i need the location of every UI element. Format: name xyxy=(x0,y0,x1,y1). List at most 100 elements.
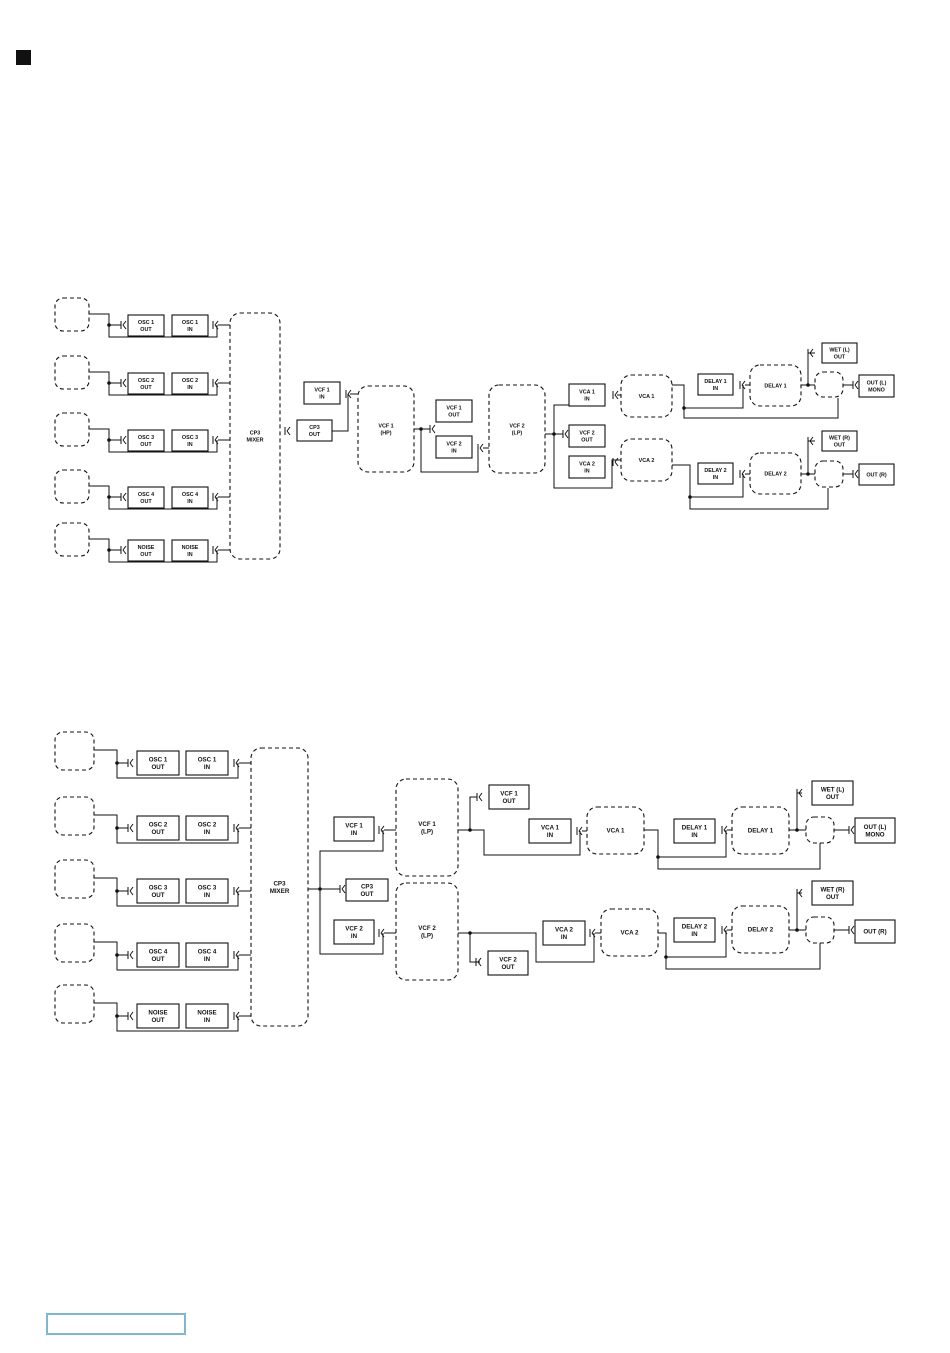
jack-label-wet-r: WET (R)OUT xyxy=(821,430,858,452)
label-text: OSC 4 xyxy=(182,492,198,498)
jack-symbol xyxy=(852,380,859,390)
patch-cable xyxy=(414,428,479,473)
junction-dot xyxy=(115,761,119,765)
label-text: CP3 xyxy=(309,425,320,431)
jack-symbol xyxy=(120,435,127,445)
junction-dot xyxy=(115,889,119,893)
jack-label-osc2-in: OSC 2IN xyxy=(171,372,209,395)
patch-cable xyxy=(689,488,829,510)
jack-symbol xyxy=(576,826,583,836)
jack-symbol xyxy=(120,378,127,388)
label-text: IN xyxy=(187,552,192,558)
output-node-r xyxy=(805,916,835,944)
label-text: VCA 2 xyxy=(555,926,574,933)
label-text: OUT xyxy=(151,956,164,963)
jack-label-vca2-in: VCA 2IN xyxy=(568,455,606,479)
label-text: IN xyxy=(584,468,589,474)
label-text: VCA 1 xyxy=(541,824,560,831)
source-knob-5 xyxy=(54,522,90,557)
patch-cable xyxy=(470,932,595,963)
patch-cable xyxy=(458,932,480,963)
module-vcf1: VCF 1(HP) xyxy=(357,385,415,473)
label-text: DELAY 2 xyxy=(704,468,726,474)
label-text: DELAY 1 xyxy=(704,379,726,385)
label-text: (LP) xyxy=(512,430,523,436)
jack-label-out-l: OUT (L)MONO xyxy=(854,817,896,844)
label-text: VCF 2 xyxy=(418,925,436,932)
label-text: VCF 2 xyxy=(446,441,461,447)
label-text: OSC 1 xyxy=(198,756,217,763)
patch-cable xyxy=(89,371,218,396)
label-text: IN xyxy=(547,832,554,839)
junction-dot xyxy=(107,495,111,499)
label-text: IN xyxy=(187,385,192,391)
label-text: OUT xyxy=(140,552,152,558)
label-text: IN xyxy=(561,934,568,941)
jack-symbol xyxy=(378,928,385,938)
label-text: IN xyxy=(204,956,211,963)
jack-label-out-r: OUT (R) xyxy=(854,919,896,944)
jack-symbol xyxy=(562,429,569,439)
label-text: OUT xyxy=(501,964,514,971)
patch-cable xyxy=(89,428,218,453)
jack-label-osc4-in: OSC 4IN xyxy=(185,942,229,968)
jack-label-delay2-in: DELAY 2IN xyxy=(673,917,716,943)
patch-cable xyxy=(470,829,581,856)
label-text: WET (R) xyxy=(829,435,850,441)
label-text: OUT (L) xyxy=(864,824,887,831)
jack-label-vca1-in: VCA 1IN xyxy=(528,818,572,844)
jack-symbol xyxy=(477,443,484,453)
patch-cable xyxy=(789,792,802,831)
junction-dot xyxy=(107,438,111,442)
label-text: OUT xyxy=(140,499,152,505)
label-text: OUT xyxy=(360,891,373,898)
jack-symbol xyxy=(127,823,134,833)
patch-cable xyxy=(801,440,815,475)
label-text: OUT xyxy=(140,385,152,391)
label-text: IN xyxy=(713,386,718,392)
label-text: MONO xyxy=(865,832,884,839)
module-delay2: DELAY 2 xyxy=(731,905,790,954)
module-delay1: DELAY 1 xyxy=(749,364,802,407)
patch-cable xyxy=(801,352,815,386)
junction-dot xyxy=(115,953,119,957)
module-vca2: VCA 2 xyxy=(600,908,659,957)
label-text: WET (L) xyxy=(829,347,850,353)
source-knob-2 xyxy=(54,796,95,836)
label-text: VCF 2 xyxy=(499,956,517,963)
jack-label-delay1-in: DELAY 1IN xyxy=(673,818,716,844)
source-knob-1 xyxy=(54,731,95,771)
label-text: IN xyxy=(204,829,211,836)
jack-symbol xyxy=(120,320,127,330)
label-text: OUT xyxy=(502,798,515,805)
jack-symbol xyxy=(807,348,814,358)
label-text: IN xyxy=(351,830,358,837)
jack-symbol xyxy=(120,492,127,502)
label-text: IN xyxy=(187,327,192,333)
label-text: IN xyxy=(584,396,589,402)
label-text: OUT xyxy=(140,327,152,333)
label-text: IN xyxy=(204,892,211,899)
label-text: OUT xyxy=(140,442,152,448)
label-text: OUT xyxy=(151,764,164,771)
label-text: OUT (L) xyxy=(867,380,887,386)
jack-label-delay2-in: DELAY 2IN xyxy=(697,462,734,485)
label-text: DELAY 2 xyxy=(764,471,786,477)
label-text: OSC 4 xyxy=(149,948,168,955)
module-delay2: DELAY 2 xyxy=(749,452,802,495)
jack-label-vca2-in: VCA 2IN xyxy=(542,920,586,946)
jack-symbol xyxy=(852,469,859,479)
patch-cable xyxy=(458,796,477,831)
jack-symbol xyxy=(721,925,728,935)
output-node-r xyxy=(814,460,844,488)
jack-symbol xyxy=(796,788,803,798)
